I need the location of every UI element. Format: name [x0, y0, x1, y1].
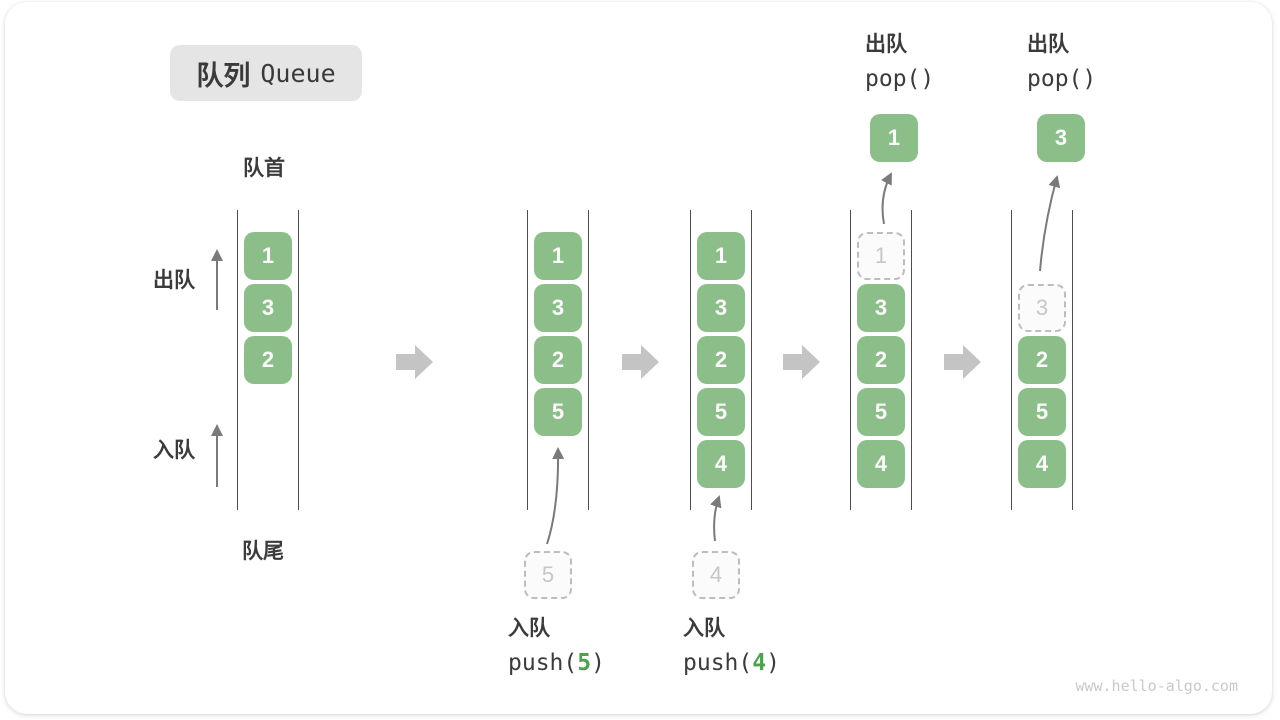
queue-state-after-pop-3: 3 2 5 4	[1011, 210, 1073, 510]
op-push-4: 入队 push(4)	[683, 612, 780, 676]
op-pop-1-code: pop()	[865, 66, 934, 92]
op-push-5: 入队 push(5)	[508, 612, 605, 676]
staging-cell-4: 4	[692, 551, 740, 599]
op-pop-3-label: 出队	[1027, 33, 1069, 56]
op-fn: pop(	[1027, 66, 1083, 92]
title-en: Queue	[260, 58, 336, 88]
queue-cell: 5	[1018, 388, 1066, 436]
op-arg: 4	[752, 650, 767, 676]
queue-cell: 5	[534, 388, 582, 436]
queue-cell: 5	[857, 388, 905, 436]
queue-cell-removed: 1	[857, 232, 905, 280]
queue-cell: 4	[697, 440, 745, 488]
queue-cell: 2	[697, 336, 745, 384]
queue-cell-removed: 3	[1018, 284, 1066, 332]
op-close: )	[591, 650, 605, 676]
op-close: )	[766, 650, 780, 676]
staging-cell-5: 5	[524, 551, 572, 599]
queue-cell: 3	[534, 284, 582, 332]
op-fn: push(	[683, 650, 753, 676]
op-close: )	[1082, 66, 1097, 92]
queue-cell: 1	[697, 232, 745, 280]
op-push-5-label: 入队	[508, 617, 550, 640]
op-pop-3: 出队 pop()	[1027, 28, 1096, 92]
queue-state-after-push-5: 1 3 2 5	[527, 210, 589, 510]
op-fn: push(	[508, 650, 578, 676]
queue-cell: 2	[1018, 336, 1066, 384]
label-dequeue-side: 出队	[153, 269, 195, 292]
op-push-5-code: push(5)	[508, 650, 605, 676]
label-queue-rear: 队尾	[242, 540, 284, 563]
queue-cell: 3	[857, 284, 905, 332]
op-arg: 5	[577, 650, 592, 676]
queue-cell: 3	[697, 284, 745, 332]
queue-state-after-push-4: 1 3 2 5 4	[690, 210, 752, 510]
queue-state-after-pop-1: 1 3 2 5 4	[850, 210, 912, 510]
op-pop-1-label: 出队	[865, 33, 907, 56]
queue-cell: 4	[1018, 440, 1066, 488]
op-pop-3-code: pop()	[1027, 66, 1096, 92]
op-fn: pop(	[865, 66, 921, 92]
queue-state-initial: 1 3 2	[237, 210, 299, 510]
diagram-card	[5, 2, 1272, 714]
queue-cell: 2	[244, 336, 292, 384]
queue-cell: 2	[857, 336, 905, 384]
popped-cell-3: 3	[1037, 114, 1085, 162]
op-push-4-label: 入队	[683, 617, 725, 640]
title-box: 队列 Queue	[170, 45, 362, 101]
watermark: www.hello-algo.com	[1075, 677, 1238, 695]
queue-cell: 1	[244, 232, 292, 280]
queue-cell: 1	[534, 232, 582, 280]
title-zh: 队列	[196, 60, 251, 91]
op-push-4-code: push(4)	[683, 650, 780, 676]
op-close: )	[920, 66, 935, 92]
queue-cell: 2	[534, 336, 582, 384]
queue-cell: 5	[697, 388, 745, 436]
label-enqueue-side: 入队	[153, 439, 195, 462]
op-pop-1: 出队 pop()	[865, 28, 934, 92]
label-queue-front: 队首	[243, 157, 285, 180]
popped-cell-1: 1	[870, 114, 918, 162]
queue-cell: 3	[244, 284, 292, 332]
queue-cell: 4	[857, 440, 905, 488]
